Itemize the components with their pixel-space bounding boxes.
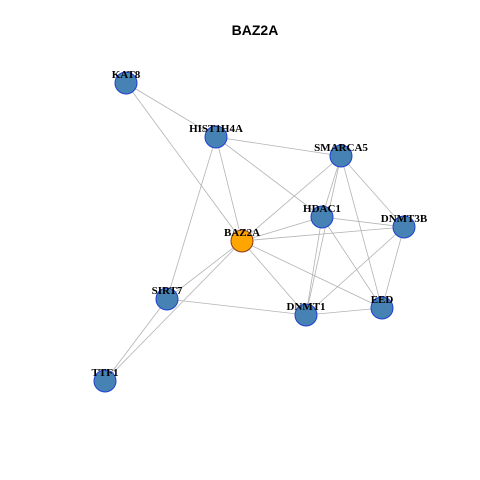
node-hdac1[interactable] — [310, 205, 334, 229]
node-label-ttf1: TTF1 — [92, 367, 119, 379]
diagram-title: BAZ2A — [232, 22, 279, 38]
edge-kat8-hist1h4a — [125, 82, 217, 138]
node-baz2a[interactable] — [230, 229, 254, 253]
node-sirt7[interactable] — [155, 287, 179, 311]
edge-sirt7-dnmt1 — [166, 298, 307, 316]
node-label-sirt7: SIRT7 — [152, 285, 183, 297]
node-smarca5[interactable] — [329, 144, 353, 168]
node-label-dnmt1: DNMT1 — [286, 301, 325, 313]
edge-baz2a-dnmt1 — [241, 240, 307, 316]
edge-dnmt3b-dnmt1 — [305, 226, 405, 316]
node-label-hdac1: HDAC1 — [303, 203, 341, 215]
node-label-eed: EED — [371, 294, 394, 306]
node-label-baz2a: BAZ2A — [224, 227, 260, 239]
node-layer — [93, 71, 416, 393]
node-dnmt3b[interactable] — [392, 215, 416, 239]
node-label-dnmt3b: DNMT3B — [381, 213, 428, 225]
edge-hist1h4a-smarca5 — [215, 136, 342, 157]
edge-dnmt1-eed — [305, 307, 383, 316]
edge-smarca5-baz2a — [241, 155, 342, 242]
edge-hdac1-baz2a — [241, 216, 323, 242]
node-dnmt1[interactable] — [294, 303, 318, 327]
edge-dnmt3b-baz2a — [241, 226, 405, 242]
edge-layer — [104, 82, 405, 382]
edge-hist1h4a-baz2a — [215, 136, 243, 242]
edge-smarca5-dnmt3b — [340, 155, 405, 228]
node-eed[interactable] — [370, 296, 394, 320]
node-kat8[interactable] — [114, 71, 138, 95]
edge-sirt7-ttf1 — [104, 298, 168, 382]
edge-baz2a-eed — [241, 240, 383, 309]
edge-baz2a-sirt7 — [166, 240, 243, 300]
edge-hist1h4a-hdac1 — [215, 136, 323, 218]
node-label-hist1h4a: HIST1H4A — [189, 123, 243, 135]
node-label-kat8: KAT8 — [112, 69, 141, 81]
edge-dnmt3b-eed — [381, 226, 405, 309]
node-ttf1[interactable] — [93, 369, 117, 393]
edge-baz2a-ttf1 — [104, 240, 243, 382]
edge-smarca5-dnmt1 — [305, 155, 342, 316]
edge-hdac1-dnmt1 — [305, 216, 323, 316]
edge-kat8-baz2a — [125, 82, 243, 242]
edge-hdac1-eed — [321, 216, 383, 309]
edge-smarca5-eed — [340, 155, 383, 309]
node-hist1h4a[interactable] — [204, 125, 228, 149]
edge-hdac1-dnmt3b — [321, 216, 405, 228]
edge-hist1h4a-sirt7 — [166, 136, 217, 300]
node-label-smarca5: SMARCA5 — [314, 142, 368, 154]
